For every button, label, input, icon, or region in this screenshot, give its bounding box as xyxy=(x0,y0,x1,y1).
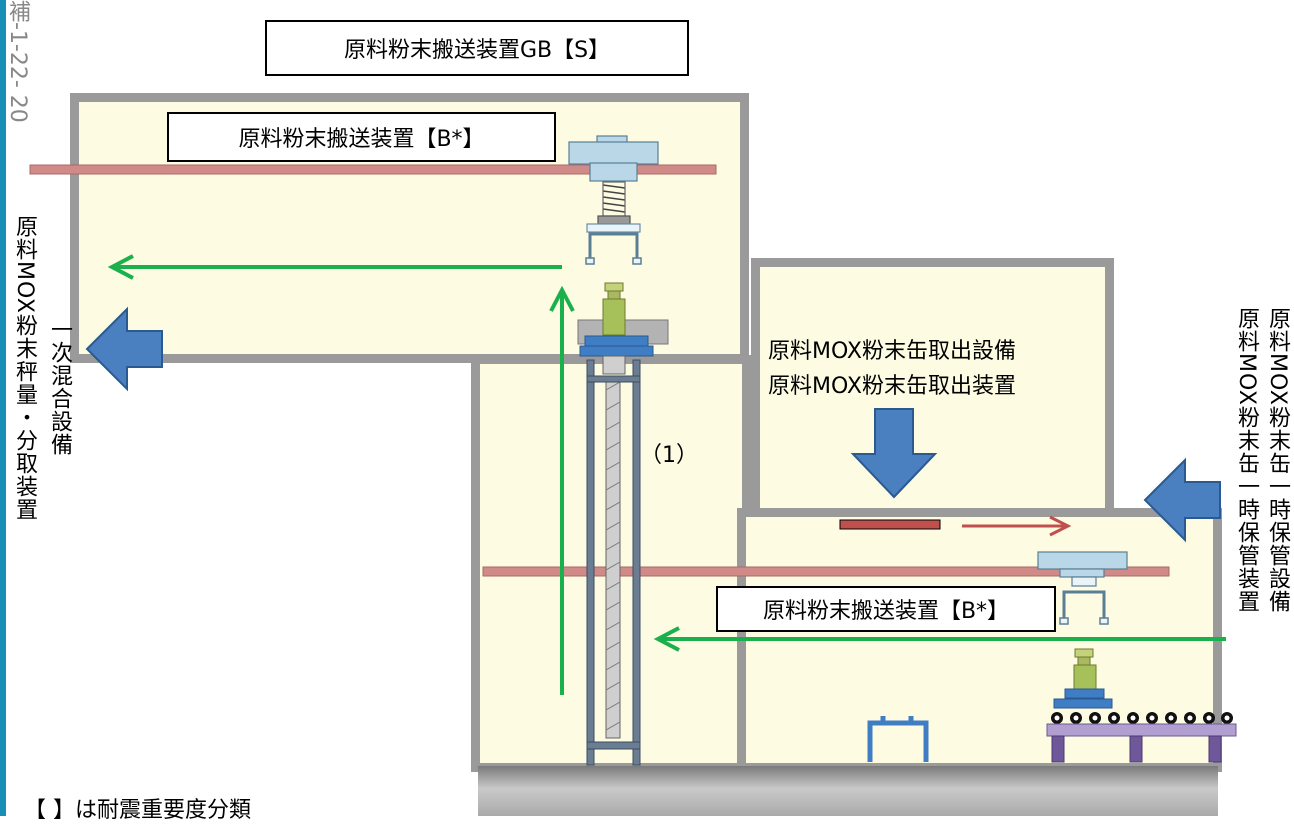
storage-gripper xyxy=(1059,590,1109,625)
floor-base xyxy=(478,766,1218,816)
lower-rail xyxy=(482,566,1170,577)
floor-gate xyxy=(867,716,929,762)
storage-facility-label: 原料MOX粉末缶一時保管設備 xyxy=(1265,307,1290,613)
extraction-device-label: 原料MOX粉末缶取出装置 xyxy=(768,374,1016,399)
page-number: 補-1-22- 20 xyxy=(5,0,30,123)
blue-arrow-down-extraction xyxy=(850,408,938,499)
upper-rail xyxy=(29,164,717,175)
extraction-plate xyxy=(839,519,941,530)
blue-arrow-left-storage xyxy=(1143,457,1221,543)
green-arrow-upper-left xyxy=(107,254,562,280)
powder-can-storage xyxy=(1053,648,1113,709)
lower-conveyor-label: 原料粉末搬送装置【B*】 xyxy=(716,586,1056,632)
roller-conveyor xyxy=(1046,712,1237,763)
weighing-device-label: 原料MOX粉末秤量・分取装置 xyxy=(12,215,37,521)
red-transfer-arrow xyxy=(962,515,1072,537)
seismic-note: 【 】は耐震重要度分類 xyxy=(24,798,251,823)
powder-can-upper xyxy=(602,282,626,336)
marker-1: （1） xyxy=(640,443,698,468)
upper-gripper xyxy=(585,232,642,265)
green-arrow-lower-left xyxy=(653,626,1226,652)
green-arrow-up xyxy=(549,285,575,695)
page-edge-bar xyxy=(0,0,6,816)
gb-title-label: 原料粉末搬送装置GB【S】 xyxy=(265,20,689,76)
storage-device-label: 原料MOX粉末缶一時保管装置 xyxy=(1234,307,1259,613)
upper-conveyor-label: 原料粉末搬送装置【B*】 xyxy=(167,112,556,162)
extraction-room xyxy=(751,258,1114,524)
blue-arrow-left-exit xyxy=(85,306,163,392)
upper-carriage xyxy=(568,135,659,233)
extraction-facility-label: 原料MOX粉末缶取出設備 xyxy=(768,339,1016,364)
lift-column xyxy=(586,359,641,766)
primary-mixing-label: 一次混合設備 xyxy=(47,318,72,456)
storage-carriage xyxy=(1037,551,1128,587)
